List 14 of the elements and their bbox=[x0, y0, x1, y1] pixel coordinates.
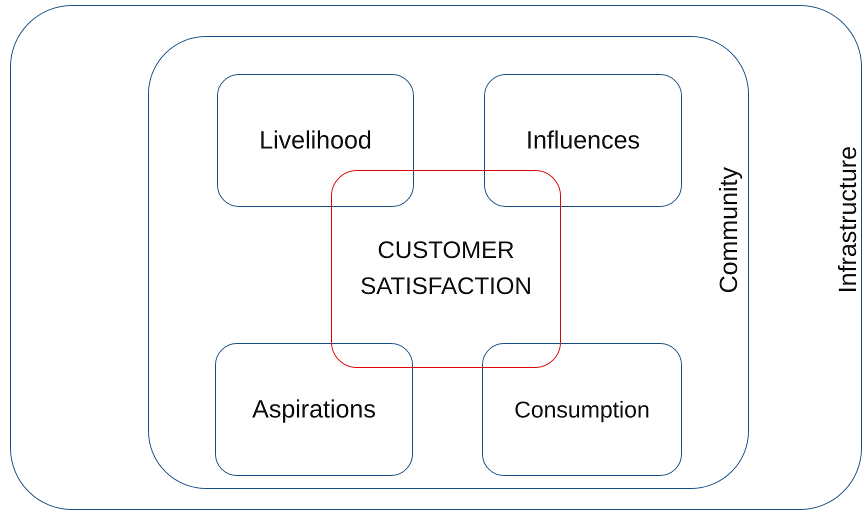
box-label: CUSTOMER SATISFACTION bbox=[359, 236, 533, 302]
box-label: Consumption bbox=[513, 396, 651, 423]
box-label: Influences bbox=[525, 126, 641, 155]
rounded-box bbox=[215, 343, 413, 476]
box-label: Livelihood bbox=[258, 126, 373, 155]
rounded-box bbox=[484, 74, 682, 207]
rounded-box bbox=[217, 74, 414, 207]
center-box bbox=[331, 170, 561, 368]
inner-panel bbox=[148, 36, 749, 489]
box-label: Aspirations bbox=[251, 395, 377, 424]
group-heading: Infrastructure bbox=[834, 146, 863, 294]
outer-panel bbox=[10, 5, 862, 510]
rounded-box bbox=[482, 343, 682, 476]
group-heading: Community bbox=[715, 167, 744, 294]
